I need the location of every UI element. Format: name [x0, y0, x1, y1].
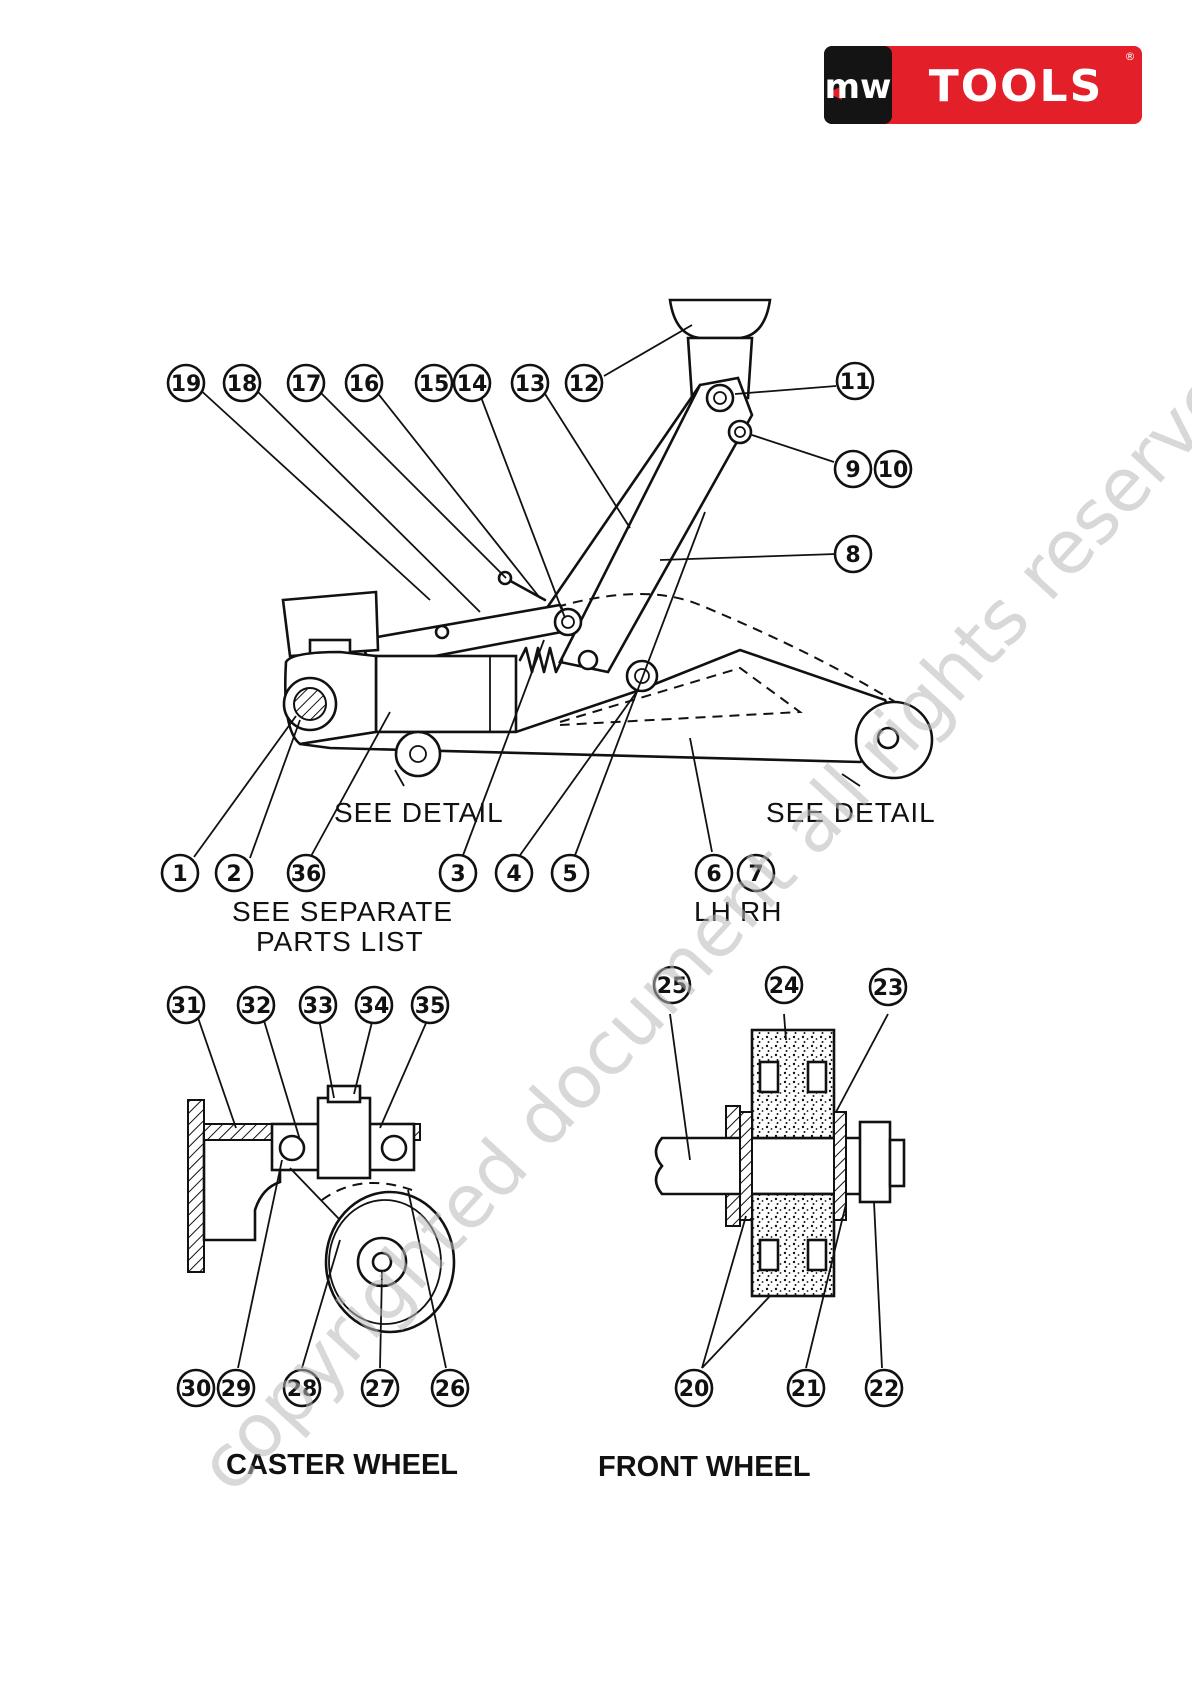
callout-14: 14 — [454, 365, 490, 401]
hydraulic-cylinder — [376, 656, 516, 732]
caster-ball-right — [382, 1136, 406, 1160]
svg-text:11: 11 — [840, 370, 871, 395]
svg-text:34: 34 — [359, 994, 390, 1019]
svg-text:19: 19 — [171, 372, 202, 397]
logo-registered: ® — [1125, 50, 1136, 63]
logo-mark: mw — [825, 67, 892, 107]
svg-text:1: 1 — [172, 862, 187, 887]
svg-text:31: 31 — [171, 994, 202, 1019]
callout-30: 30 — [178, 1370, 214, 1406]
caster-wheel-small — [396, 732, 440, 776]
svg-text:24: 24 — [769, 974, 800, 999]
svg-text:17: 17 — [291, 372, 322, 397]
front-wheel-detail — [656, 1030, 904, 1296]
callout-8: 8 — [835, 536, 871, 572]
svg-text:5: 5 — [562, 862, 577, 887]
jack-assembly-drawing — [283, 300, 932, 778]
svg-text:35: 35 — [415, 994, 446, 1019]
svg-text:4: 4 — [506, 862, 521, 887]
front-hub-top-r — [808, 1062, 826, 1092]
svg-text:15: 15 — [419, 372, 450, 397]
brand-logo: mw TOOLS ® — [824, 46, 1142, 124]
svg-text:30: 30 — [181, 1377, 212, 1402]
caster-kingpin — [318, 1098, 370, 1178]
front-nut-end — [890, 1140, 904, 1186]
front-washer-left — [740, 1112, 752, 1220]
callout-10: 10 — [875, 451, 911, 487]
svg-text:3: 3 — [450, 862, 465, 887]
saddle-cup — [670, 300, 770, 338]
svg-text:14: 14 — [457, 372, 488, 397]
svg-text:21: 21 — [791, 1377, 822, 1402]
callout-27: 27 — [362, 1370, 398, 1406]
svg-text:9: 9 — [845, 458, 860, 483]
callout-3: 3 — [440, 855, 476, 891]
svg-text:8: 8 — [845, 543, 860, 568]
callout-4: 4 — [496, 855, 532, 891]
svg-text:26: 26 — [435, 1377, 466, 1402]
svg-text:16: 16 — [349, 372, 380, 397]
callout-36: 36 — [288, 855, 324, 891]
rear-spline — [294, 688, 326, 720]
frame-screw — [436, 626, 448, 638]
caster-wall — [188, 1100, 204, 1272]
see-separate-line2: PARTS LIST — [256, 926, 424, 957]
callout-16: 16 — [346, 365, 382, 401]
callout-12: 12 — [566, 365, 602, 401]
callout-5: 5 — [552, 855, 588, 891]
callout-19: 19 — [168, 365, 204, 401]
callout-21: 21 — [788, 1370, 824, 1406]
saddle-pin — [707, 385, 733, 411]
callout-34: 34 — [356, 987, 392, 1023]
callout-2: 2 — [216, 855, 252, 891]
return-spring — [520, 648, 562, 672]
callout-20: 20 — [676, 1370, 712, 1406]
see-separate-line1: SEE SEPARATE — [232, 896, 453, 927]
callout-26: 26 — [432, 1370, 468, 1406]
callout-35: 35 — [412, 987, 448, 1023]
callout-9: 9 — [835, 451, 871, 487]
front-hub-bot-r — [808, 1240, 826, 1270]
callout-24: 24 — [766, 967, 802, 1003]
callout-22: 22 — [866, 1370, 902, 1406]
callout-1: 1 — [162, 855, 198, 891]
link-lower-pin — [579, 651, 597, 669]
front-wheel-title: FRONT WHEEL — [598, 1451, 811, 1483]
front-hub-top-l — [760, 1062, 778, 1092]
svg-text:33: 33 — [303, 994, 334, 1019]
svg-text:10: 10 — [878, 458, 909, 483]
lift-arm — [560, 378, 752, 672]
svg-text:23: 23 — [873, 976, 904, 1001]
arm-pivot-pin — [555, 609, 581, 635]
see-detail-left: SEE DETAIL — [334, 797, 504, 828]
svg-text:2: 2 — [226, 862, 241, 887]
callout-18: 18 — [224, 365, 260, 401]
callout-31: 31 — [168, 987, 204, 1023]
callout-32: 32 — [238, 987, 274, 1023]
svg-text:12: 12 — [569, 372, 600, 397]
svg-text:27: 27 — [365, 1377, 396, 1402]
svg-text:32: 32 — [241, 994, 272, 1019]
svg-text:13: 13 — [515, 372, 546, 397]
svg-text:36: 36 — [291, 862, 322, 887]
logo-wordmark: TOOLS — [929, 61, 1104, 112]
link-pin — [729, 421, 751, 443]
front-hub-bot-l — [760, 1240, 778, 1270]
callout-33: 33 — [300, 987, 336, 1023]
callout-15: 15 — [416, 365, 452, 401]
svg-text:22: 22 — [869, 1377, 900, 1402]
front-nut — [860, 1122, 890, 1202]
front-washer-right — [834, 1112, 846, 1220]
svg-text:20: 20 — [679, 1377, 710, 1402]
callout-11: 11 — [837, 363, 873, 399]
callout-17: 17 — [288, 365, 324, 401]
svg-text:18: 18 — [227, 372, 258, 397]
callout-13: 13 — [512, 365, 548, 401]
callout-23: 23 — [870, 969, 906, 1005]
